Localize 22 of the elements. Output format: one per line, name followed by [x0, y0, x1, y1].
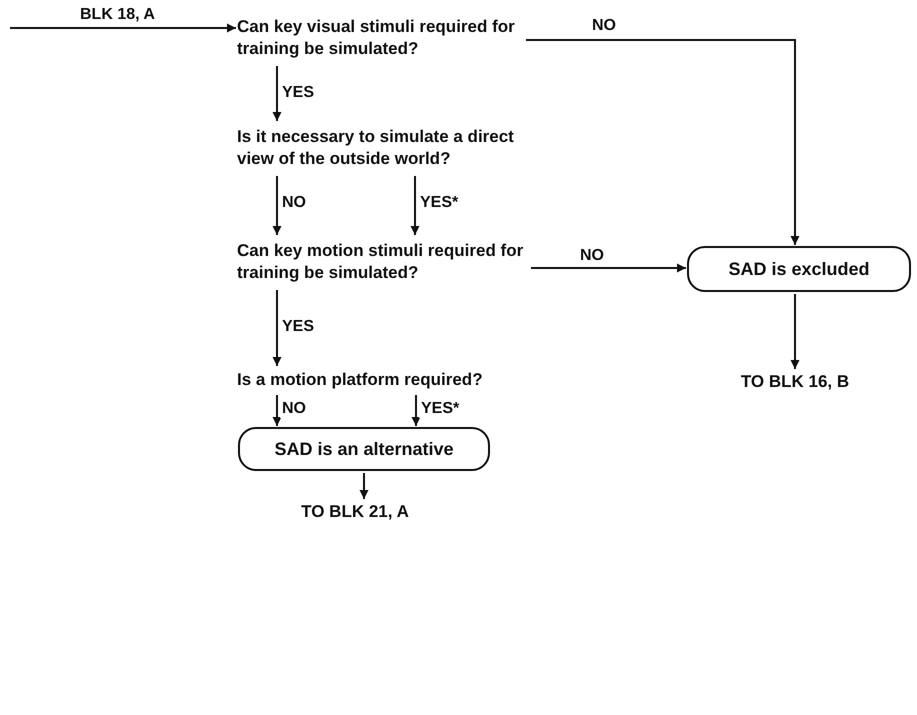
terminal-box: SAD is excluded: [687, 246, 911, 292]
decision-question: Can key visual stimuli required for training be simulated?: [237, 12, 522, 64]
edge-label: YES*: [419, 400, 462, 418]
terminal-box: SAD is an alternative: [238, 427, 490, 471]
arrow: [272, 66, 282, 121]
arrow: [360, 473, 368, 499]
arrow: [10, 24, 236, 32]
arrow: [272, 290, 282, 366]
arrow: [410, 176, 420, 235]
arrow: [531, 264, 686, 272]
edge-label: BLK 18, A: [78, 6, 157, 24]
arrow: [272, 395, 282, 426]
arrow: [272, 176, 282, 235]
arrow: [412, 395, 420, 426]
arrow: [526, 39, 800, 245]
decision-question: Is a motion platform required?: [237, 367, 547, 393]
connector-reference: TO BLK 21, A: [290, 500, 420, 524]
edge-label: NO: [280, 400, 308, 418]
decision-question: Can key motion stimuli required for training be simulated?: [237, 236, 527, 288]
decision-question: Is it necessary to simulate a direct view of the outside world?: [237, 122, 552, 174]
arrow: [790, 294, 800, 369]
connector-reference: TO BLK 16, B: [730, 370, 860, 394]
